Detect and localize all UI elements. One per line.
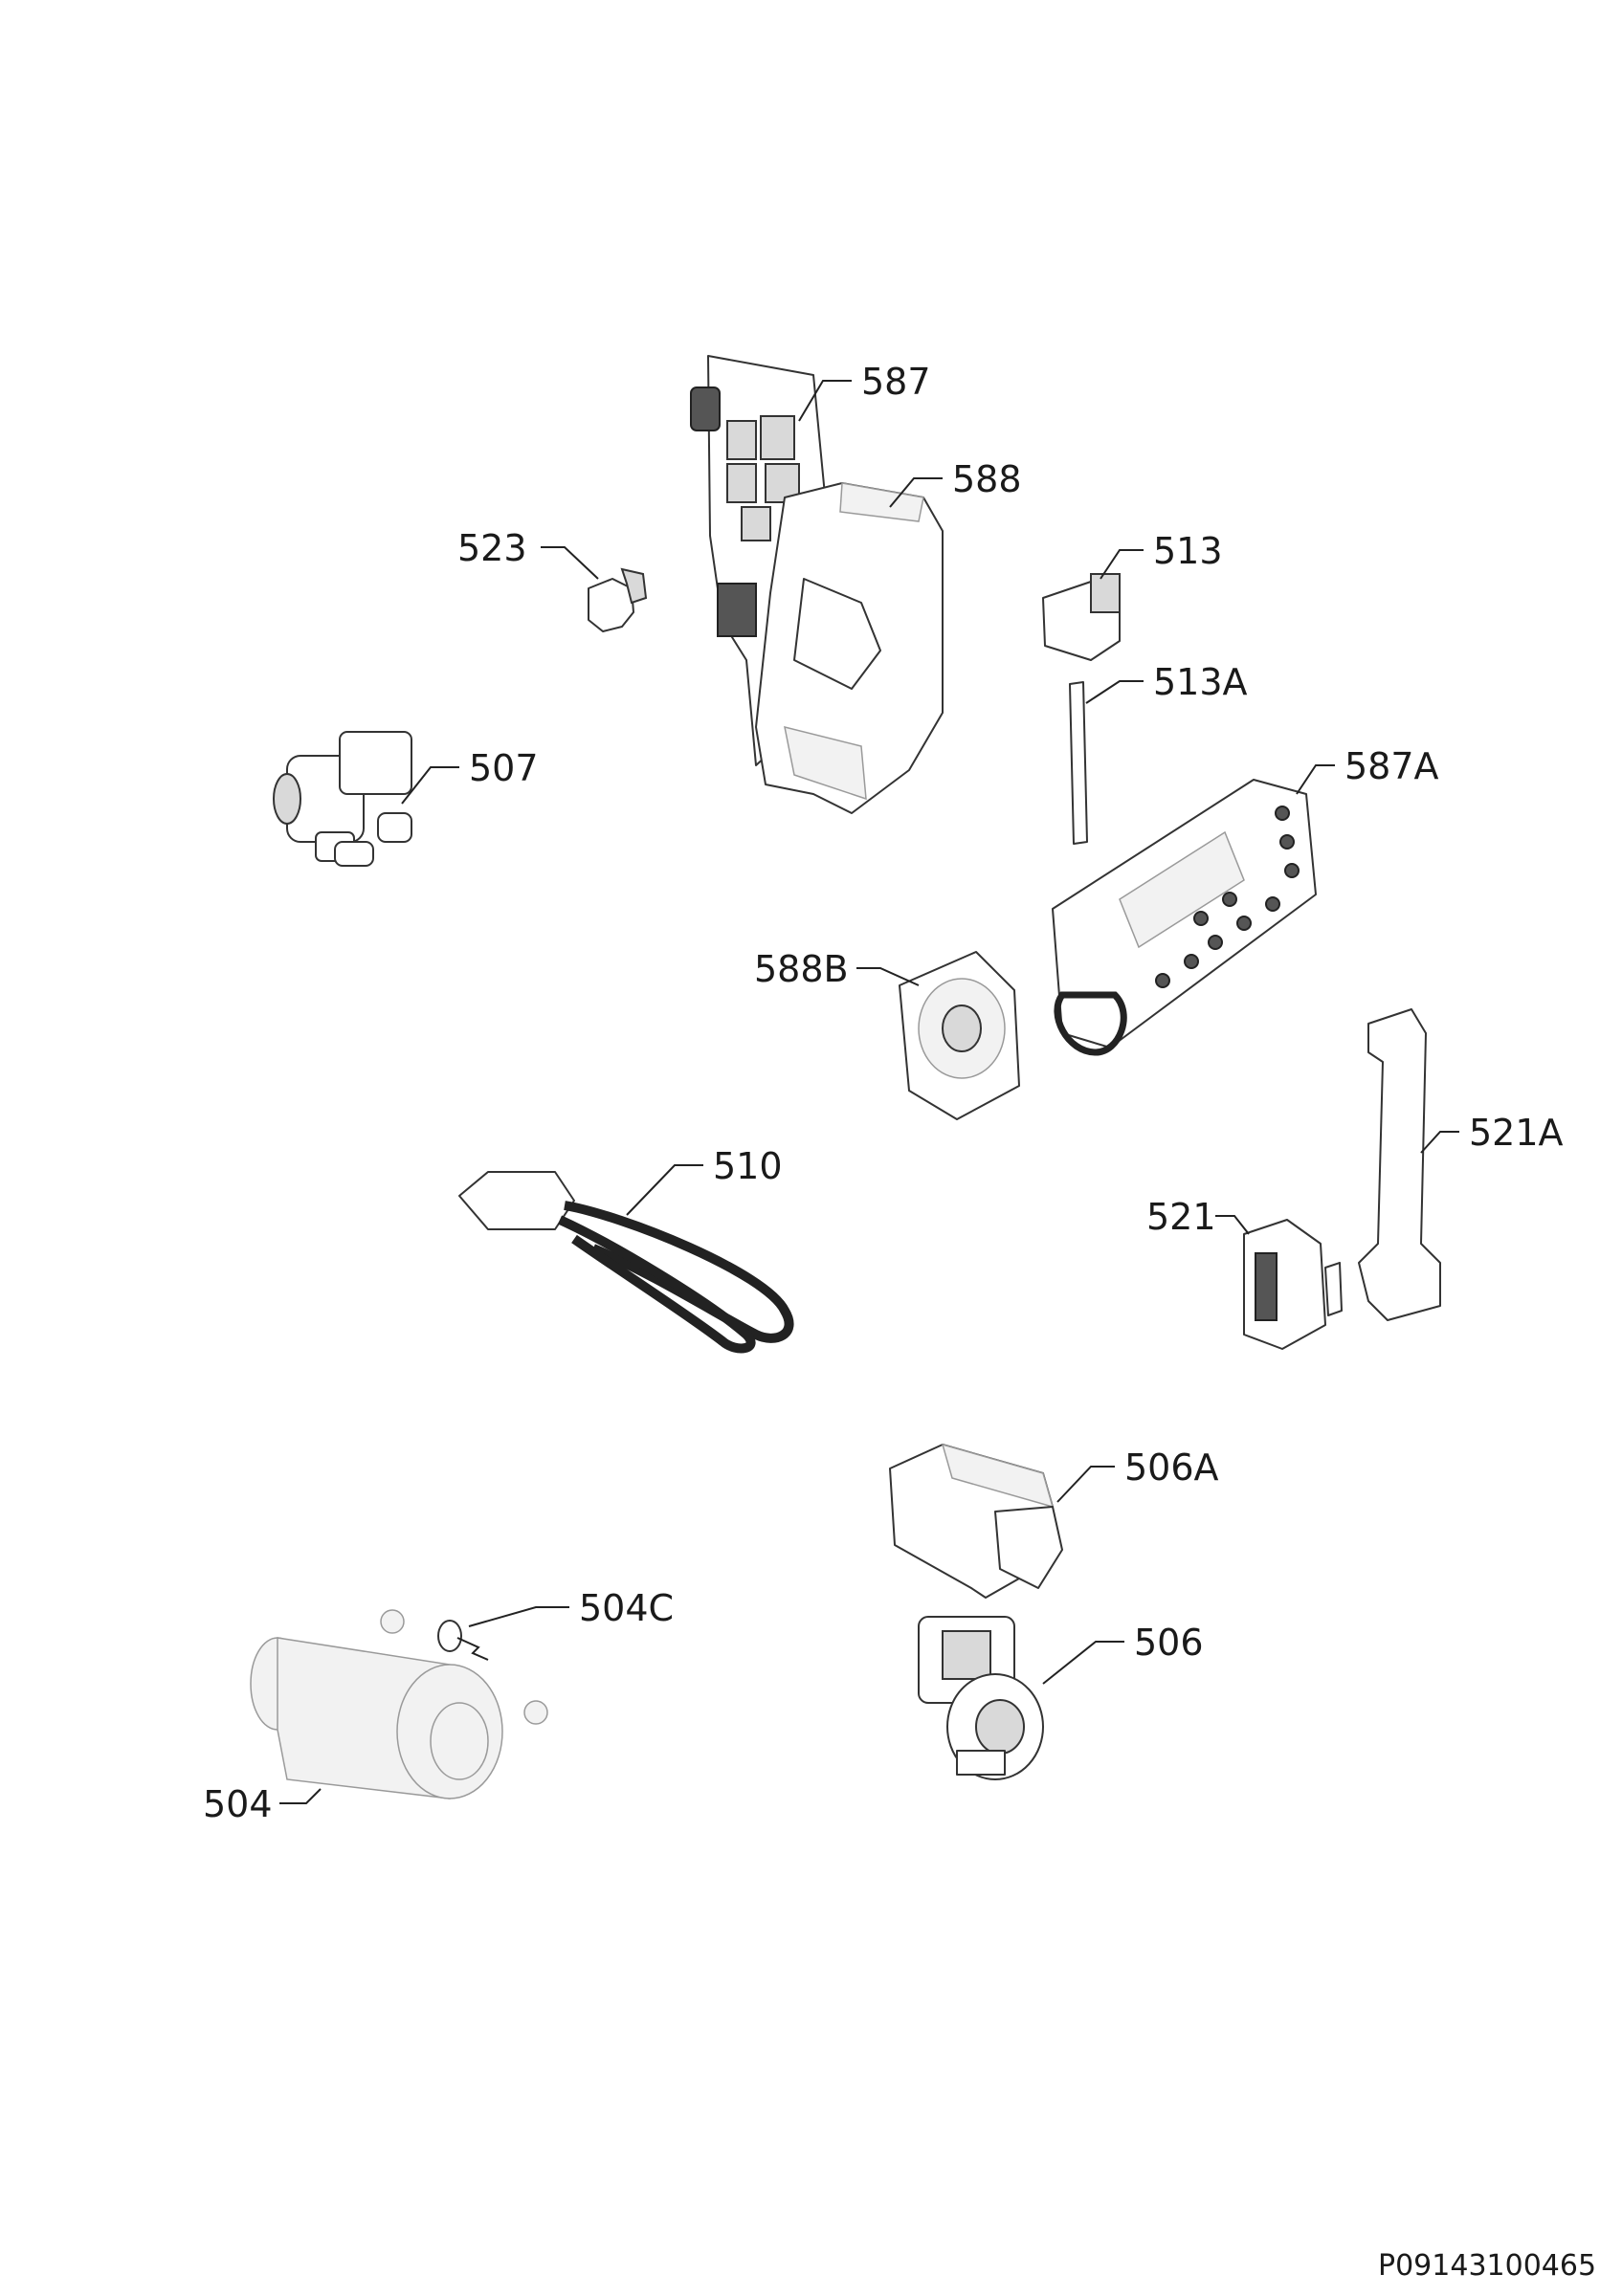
label-521a: 521A — [1469, 1112, 1564, 1154]
part-507-inlet-valve — [273, 731, 412, 867]
leader-587a — [1296, 764, 1335, 795]
part-510-heater — [458, 1171, 794, 1354]
label-513a: 513A — [1153, 661, 1248, 703]
part-504-motor — [250, 1609, 548, 1799]
leader-504 — [279, 1788, 322, 1804]
leader-513a — [1085, 680, 1144, 704]
part-588b-selector — [899, 951, 1020, 1120]
label-588: 588 — [952, 458, 1022, 500]
leader-521a — [1420, 1131, 1459, 1154]
part-523-clip — [588, 567, 648, 632]
part-521-door-lock — [1243, 1219, 1343, 1350]
leader-510 — [626, 1164, 703, 1216]
label-588b: 588B — [754, 948, 849, 990]
label-587: 587 — [861, 361, 931, 403]
part-521a-bracket — [1358, 1008, 1441, 1321]
leader-513 — [1100, 549, 1144, 580]
leader-521 — [1215, 1215, 1250, 1235]
label-504c: 504C — [579, 1587, 674, 1629]
part-506a-pump-cover — [889, 1443, 1063, 1599]
label-506a: 506A — [1124, 1446, 1219, 1489]
label-510: 510 — [713, 1145, 783, 1187]
label-523: 523 — [457, 527, 527, 569]
label-513: 513 — [1153, 530, 1223, 572]
leader-506a — [1056, 1466, 1115, 1503]
label-521: 521 — [1146, 1196, 1216, 1238]
label-504: 504 — [203, 1783, 273, 1825]
leader-504c — [468, 1606, 569, 1627]
leader-523 — [541, 546, 599, 580]
part-588-housing — [755, 482, 944, 814]
label-507: 507 — [469, 747, 539, 789]
leader-588b — [856, 967, 920, 986]
leader-507 — [401, 766, 459, 805]
part-506-drain-pump — [918, 1616, 1044, 1780]
part-513a-rod — [1069, 681, 1088, 845]
leader-587 — [798, 380, 852, 422]
label-506: 506 — [1134, 1622, 1204, 1664]
part-504c-brush — [437, 1620, 489, 1661]
diagram-code: P09143100465 — [1378, 2249, 1596, 2283]
label-587a: 587A — [1344, 745, 1439, 787]
part-587a-display-board — [1052, 779, 1317, 1056]
leader-588 — [889, 477, 943, 508]
leader-506 — [1042, 1641, 1124, 1685]
part-513-filter — [1042, 573, 1121, 661]
